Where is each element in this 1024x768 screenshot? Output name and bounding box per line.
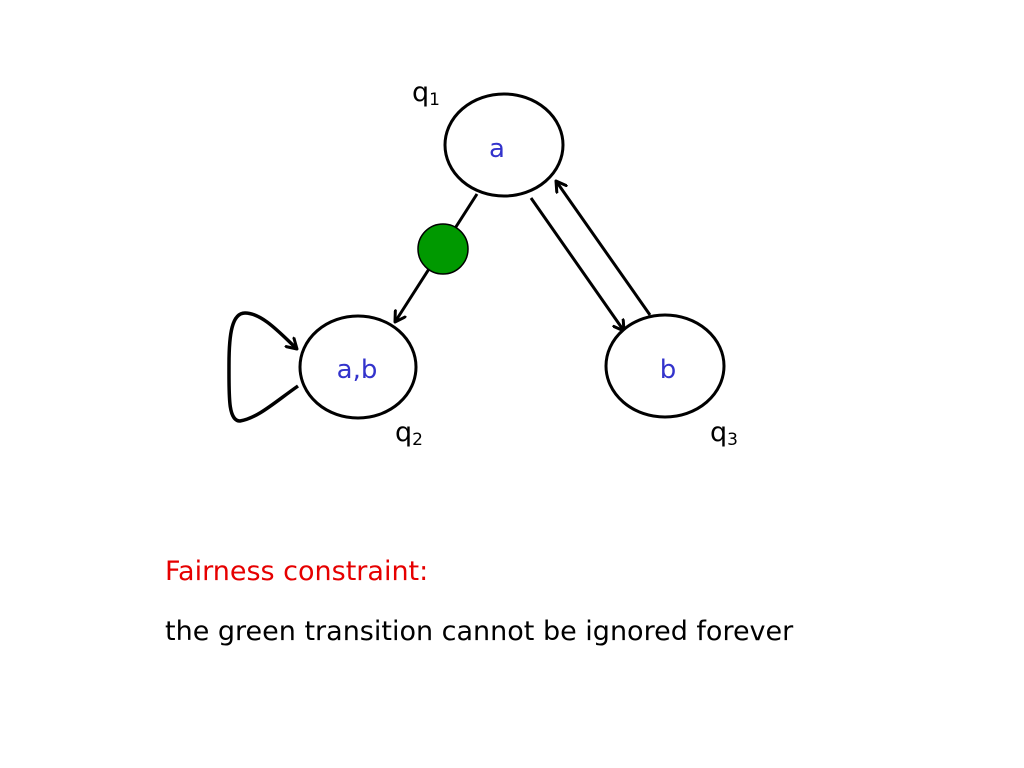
state-q1-label: a — [489, 134, 505, 164]
transition-system-diagram: a a,b b q1 q2 q3 — [227, 77, 738, 450]
state-q3: b — [604, 313, 726, 419]
fairness-marker — [417, 223, 469, 275]
state-q1: a — [443, 92, 565, 198]
state-q2-name: q2 — [395, 417, 423, 450]
self-loop-q2 — [227, 311, 299, 423]
state-q3-label: b — [660, 355, 677, 385]
state-q3-name: q3 — [710, 417, 738, 450]
caption-title: Fairness constraint: — [165, 556, 429, 587]
caption-body: the green transition cannot be ignored f… — [165, 616, 794, 647]
state-q2-label: a,b — [337, 355, 378, 385]
transition-q1-to-q3 — [529, 197, 624, 331]
state-q2: a,b — [298, 314, 418, 420]
state-q1-name: q1 — [412, 77, 440, 110]
transition-q3-to-q1 — [556, 181, 652, 316]
